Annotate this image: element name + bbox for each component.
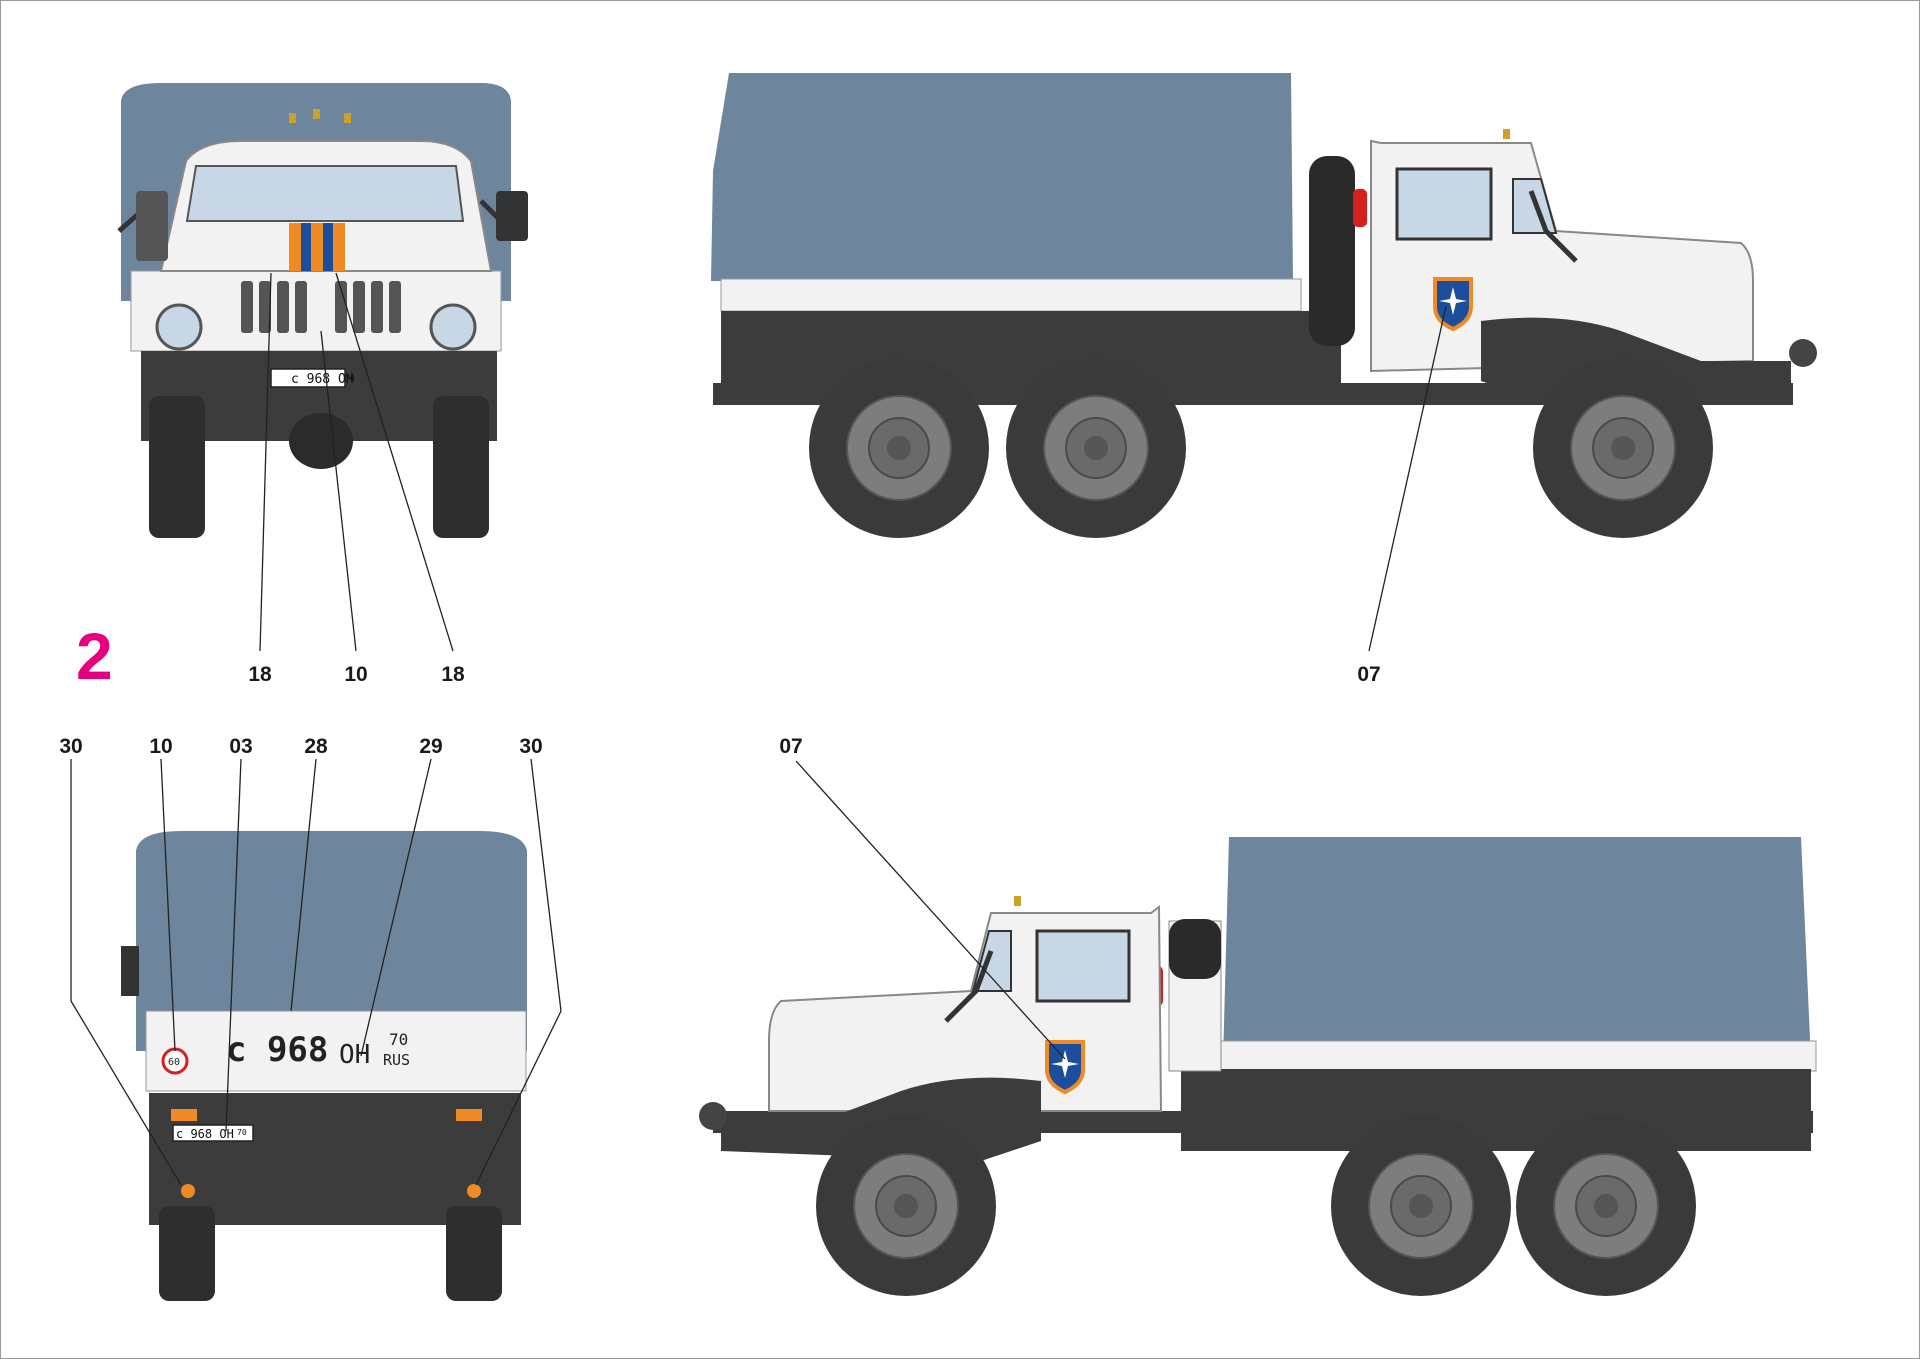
front-plate-region: 70 — [345, 374, 355, 383]
tailgate-number: с 968 — [226, 1030, 328, 1070]
rear-view: с 968 ОН 70 RUS 60 с 968 ОН 70 — [121, 831, 527, 1301]
callout-front-left-18: 18 — [248, 663, 272, 686]
callout-rear-28: 28 — [304, 735, 328, 758]
callout-rear-10: 10 — [149, 735, 173, 758]
callout-rear-30-right: 30 — [519, 735, 543, 758]
rear-plate-region: 70 — [237, 1128, 247, 1137]
scheme-number: 2 — [76, 619, 113, 693]
callout-rear-29: 29 — [419, 735, 443, 758]
callout-side-07-bottom: 07 — [779, 735, 803, 758]
side-view-left — [699, 837, 1817, 1297]
callout-front-right-18: 18 — [441, 663, 465, 686]
callout-side-07-top: 07 — [1357, 663, 1381, 686]
front-plate: с 968 ОН — [291, 372, 354, 387]
side-view-right — [711, 73, 1817, 539]
callout-rear-03: 03 — [229, 735, 253, 758]
tailgate-region: 70 — [389, 1030, 408, 1049]
callout-front-10: 10 — [344, 663, 368, 686]
tailgate-country: RUS — [383, 1051, 410, 1069]
tailgate-letters: ОН — [339, 1040, 370, 1070]
callout-rear-30-left: 30 — [59, 735, 83, 758]
rear-plate: с 968 ОН — [176, 1127, 234, 1141]
front-view: с 968 ОН 70 — [117, 83, 528, 538]
speed-sign: 60 — [168, 1057, 180, 1068]
leader-lines — [70, 272, 1447, 1186]
